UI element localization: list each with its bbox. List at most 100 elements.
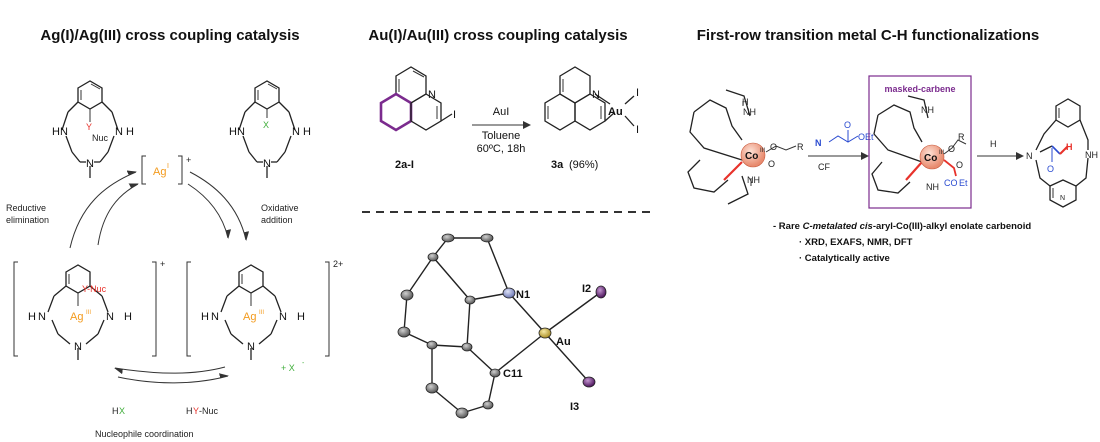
co-reaction: NH NH H Co III O R O N O OEt CF masked-c… — [687, 75, 1098, 264]
ag-br-ag: Ag — [243, 311, 256, 323]
co-note-2: · XRD, EXAFS, NMR, DFT — [799, 237, 913, 248]
co-starting-complex: NH NH H Co III O R O — [687, 89, 804, 205]
ag-br-h: H — [201, 311, 209, 323]
ag-i-label: Ag — [153, 166, 166, 178]
ag-br-ag-sup: III — [259, 310, 264, 316]
au-product: N Au I I 3a (96%) — [544, 66, 639, 171]
co-pr-pyridine-n: N — [1060, 195, 1065, 202]
ag-bl-ag: Ag — [70, 311, 83, 323]
co-note-1: - Rare C-metalated cis-aryl-Co(III)-alky… — [773, 221, 1031, 232]
au-label-i2: I2 — [582, 283, 591, 295]
ag-tr-h-left: H — [229, 126, 237, 138]
ag-tr-n-right: N — [292, 126, 300, 138]
ag-tr-h-right: H — [303, 126, 311, 138]
au-sm-i: I — [453, 109, 456, 121]
ag-tl-h-left: H — [52, 126, 60, 138]
ag-tr-n-left: N — [237, 126, 245, 138]
au-pr-yield: (96%) — [569, 159, 598, 171]
ag-br-h-right: H — [297, 311, 305, 323]
ag-tr-x: X — [263, 120, 269, 130]
co-reagent-n2: N — [815, 138, 822, 148]
ag-i-sup: I — [167, 163, 169, 170]
au-n-atom — [502, 287, 516, 299]
au-reagent: AuI — [493, 106, 510, 118]
ag-br-n-right: N — [279, 311, 287, 323]
ag-bl-ag-sup: III — [86, 310, 91, 316]
arrow-nuc-coord-2 — [117, 373, 229, 384]
co-mc-co: Co — [924, 153, 937, 164]
arrow-oxidative-add-2 — [187, 183, 232, 239]
au-starting-material: N I 2a-I — [379, 66, 456, 171]
ag-bl-n-right: N — [106, 311, 114, 323]
co-masked-complex: NH NH Co III O R O CO Et — [871, 95, 968, 194]
ag-complex-bottom-left: H N N H N Ag III Y-Nuc + — [13, 259, 165, 360]
au-pr-n: N — [592, 89, 600, 101]
co-mc-co2et: CO — [944, 178, 958, 188]
ag-i-charge: + — [186, 155, 191, 165]
co-sm-co: Co — [745, 151, 758, 162]
ag-tl-n-bottom: N — [86, 158, 94, 170]
au-crystal-structure: N1 Au I2 I3 C11 — [397, 233, 607, 419]
ag-complex-top-right: H N N H N X — [229, 80, 311, 178]
co-sm-co-sup: III — [760, 148, 765, 154]
au-label-au: Au — [556, 336, 571, 348]
au-pr-i-bottom: I — [636, 124, 639, 136]
co-mc-et: Et — [959, 178, 968, 188]
au-sm-label: 2a-I — [395, 159, 414, 171]
co-mc-o1: O — [948, 144, 955, 154]
ag-tr-n-bottom: N — [263, 158, 271, 170]
co-sm-nh-top: NH — [743, 107, 756, 117]
au-label-i3: I3 — [570, 401, 579, 413]
au-label-c11: C11 — [503, 368, 523, 380]
arrow-reductive-elim — [69, 170, 137, 249]
ag-br-charge: 2+ — [333, 259, 343, 269]
heading-au: Au(I)/Au(III) cross coupling catalysis — [368, 27, 627, 44]
x-minus-sup: - — [302, 360, 305, 367]
hx-h: H — [112, 406, 119, 416]
arrow-reductive-elim-2 — [97, 183, 139, 246]
ag-bl-n-bottom: N — [74, 341, 82, 353]
hynuc-nuc: -Nuc — [199, 406, 219, 416]
co-mc-nh-bottom: NH — [926, 182, 939, 192]
hynuc-h: H — [186, 406, 193, 416]
co-final-product: N NH O H N — [1026, 98, 1098, 208]
ag-br-n-left: N — [211, 311, 219, 323]
ag-tl-n-right: N — [115, 126, 123, 138]
arrow-nuc-coord — [114, 366, 226, 375]
ag-complex-bottom-right: H N N H N Ag III 2+ — [186, 259, 343, 360]
co-reagent-o: O — [844, 120, 851, 130]
label-oxidative: Oxidative — [261, 203, 299, 213]
ag-bl-ynuc: Y-Nuc — [82, 284, 107, 294]
au-i3-atom — [582, 376, 596, 388]
au-conditions: 60ºC, 18h — [477, 143, 526, 155]
au-pr-au: Au — [608, 106, 623, 118]
co-mc-o2: O — [956, 160, 963, 170]
co-pr-nh: NH — [1085, 150, 1098, 160]
arrow-oxidative-add — [189, 171, 250, 241]
ag-tl-y: Y — [86, 122, 92, 132]
ag-bl-charge: + — [160, 259, 165, 269]
ag-bl-h: H — [28, 311, 36, 323]
co-h2o: H — [990, 139, 997, 149]
co-diazo-reagent: N O OEt — [815, 120, 874, 148]
co-mc-nh-top: NH — [921, 105, 934, 115]
au-i2-atom — [595, 285, 607, 299]
x-minus: + X — [281, 363, 295, 373]
au-reaction: N I 2a-I AuI Toluene 60ºC, 18h N Au I I … — [362, 66, 650, 419]
ag-i-species: Ag I + — [141, 155, 191, 185]
label-reductive: Reductive — [6, 203, 46, 213]
au-carbon-atoms — [397, 233, 501, 419]
co-mc-r: R — [958, 132, 965, 142]
co-reagent-oet: OEt — [858, 132, 874, 142]
au-label-n1: N1 — [516, 289, 530, 301]
co-sm-ball — [740, 142, 766, 168]
ag-tl-h-right: H — [126, 126, 134, 138]
au-pr-i-top: I — [636, 87, 639, 99]
co-sm-nh-bottom: NH — [747, 175, 760, 185]
co-sm-h-top: H — [742, 97, 749, 107]
co-solvent: CF — [818, 162, 830, 172]
ag-tl-n-left: N — [60, 126, 68, 138]
heading-co: First-row transition metal C-H functiona… — [697, 27, 1040, 44]
ag-bl-n-left: N — [38, 311, 46, 323]
